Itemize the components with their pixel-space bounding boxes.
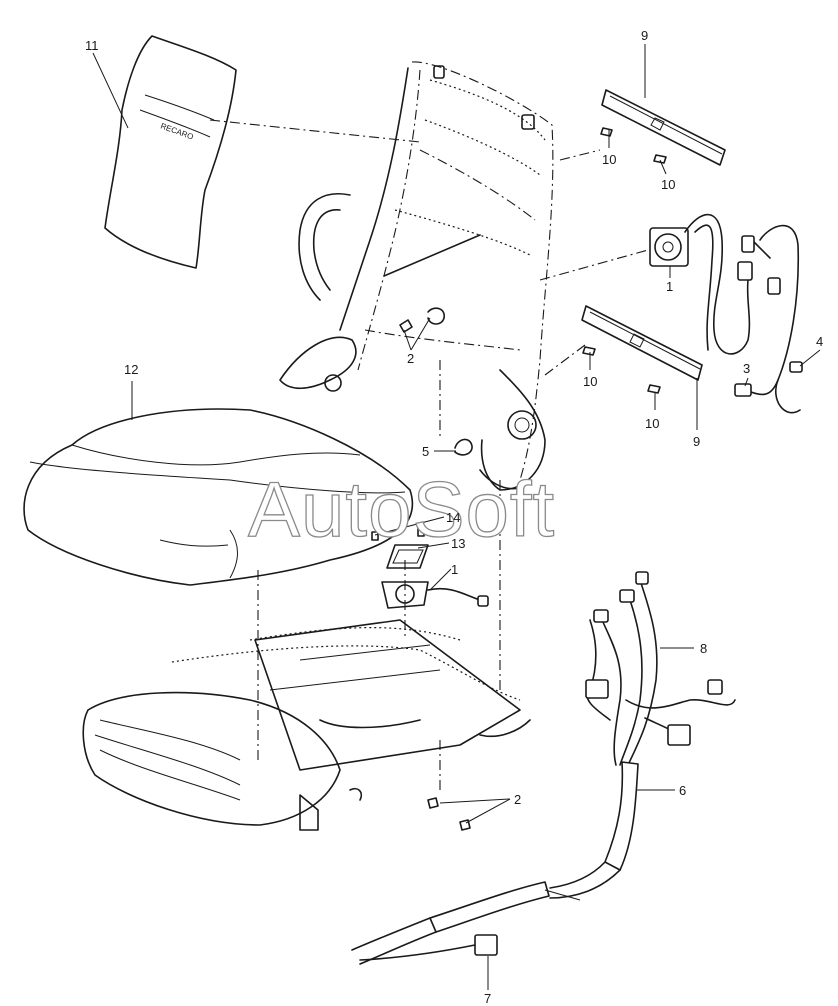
screws-base — [427, 797, 471, 831]
seat-base-frame — [82, 619, 531, 831]
callout-labels: 11 9 10 10 1 4 3 10 10 9 2 12 5 14 13 1 … — [85, 28, 823, 1006]
callout-8: 8 — [700, 641, 707, 656]
vent-strip-upper — [600, 89, 726, 166]
callout-1-upper: 1 — [666, 279, 673, 294]
wire-harness-main — [351, 571, 736, 965]
callout-5: 5 — [422, 444, 429, 459]
callout-2-upper: 2 — [407, 351, 414, 366]
assembly-lines — [209, 119, 649, 790]
callout-9-upper: 9 — [641, 28, 648, 43]
watermark: AutoSoft — [248, 465, 555, 553]
callout-12: 12 — [124, 362, 138, 377]
callout-13: 13 — [451, 536, 465, 551]
wire-harness-upper — [684, 213, 803, 414]
callout-10-d: 10 — [645, 416, 659, 431]
callout-3: 3 — [743, 361, 750, 376]
vent-strip-lower — [581, 305, 703, 394]
callout-2-lower: 2 — [514, 792, 521, 807]
callout-10-a: 10 — [602, 152, 616, 167]
seat-back-frame — [279, 61, 554, 491]
seat-cushion — [23, 408, 414, 586]
callout-1-lower: 1 — [451, 562, 458, 577]
callout-6: 6 — [679, 783, 686, 798]
callout-4: 4 — [816, 334, 823, 349]
callout-14: 14 — [446, 510, 460, 525]
screws-back — [399, 307, 445, 333]
clip-5 — [454, 438, 473, 456]
callout-9-lower: 9 — [693, 434, 700, 449]
fan-upper — [649, 227, 689, 267]
callout-11: 11 — [85, 38, 99, 53]
callout-7: 7 — [484, 991, 491, 1006]
callout-10-c: 10 — [583, 374, 597, 389]
headrest-cushion: RECARO — [104, 35, 237, 269]
callout-10-b: 10 — [661, 177, 675, 192]
leader-lines — [92, 44, 821, 990]
